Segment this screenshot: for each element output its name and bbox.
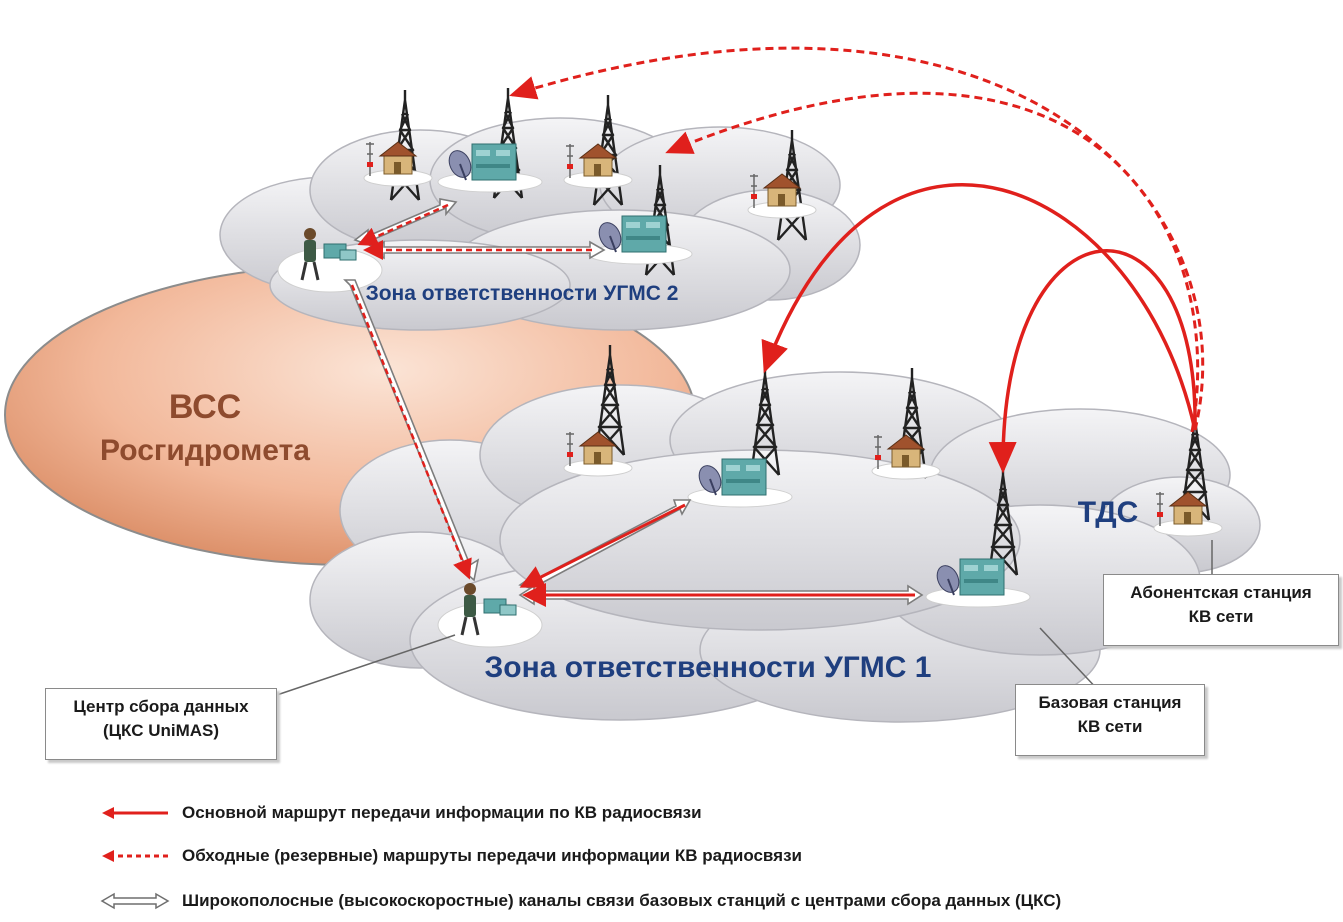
main-routes (761, 183, 1197, 474)
zone2-label: Зона ответственности УГМС 2 (366, 282, 679, 305)
main-local-links (519, 503, 915, 607)
legend-reserve-route: Обходные (резервные) маршруты передачи и… (100, 843, 802, 869)
zone1-label: Зона ответственности УГМС 1 (485, 651, 932, 684)
subscriber-station-callout: Абонентская станция КВ сети (1103, 574, 1339, 646)
legend-main-route: Основной маршрут передачи информации по … (100, 800, 702, 826)
legend-reserve-route-text: Обходные (резервные) маршруты передачи и… (182, 846, 802, 865)
subscriber-callout-line2: КВ сети (1188, 607, 1254, 626)
data-center-callout: Центр сбора данных (ЦКС UniMAS) (45, 688, 277, 760)
callout-leaders (261, 540, 1213, 701)
vcc-label-line1: ВСС (169, 388, 241, 426)
tds-label: ТДС (1078, 496, 1139, 529)
legend-broadband-text: Широкополосные (высокоскоростные) каналы… (182, 891, 1062, 910)
base-callout-line1: Базовая станция (1038, 693, 1182, 712)
legend-main-route-text: Основной маршрут передачи информации по … (182, 803, 702, 822)
hollow-double-arrow-icon (100, 892, 170, 910)
center-callout-line2: (ЦКС UniMAS) (102, 721, 220, 740)
reserve-routes (509, 46, 1205, 433)
base-station-callout: Базовая станция КВ сети (1015, 684, 1205, 756)
dashed-red-arrow-icon (102, 850, 168, 862)
legend-broadband: Широкополосные (высокоскоростные) каналы… (100, 888, 1061, 914)
center-callout-line1: Центр сбора данных (73, 697, 249, 716)
subscriber-callout-line1: Абонентская станция (1130, 583, 1312, 602)
vcc-label-line2: Росгидромета (100, 434, 310, 467)
base-callout-line2: КВ сети (1077, 717, 1143, 736)
reserve-local-links (350, 203, 592, 580)
solid-red-arrow-icon (102, 807, 168, 819)
